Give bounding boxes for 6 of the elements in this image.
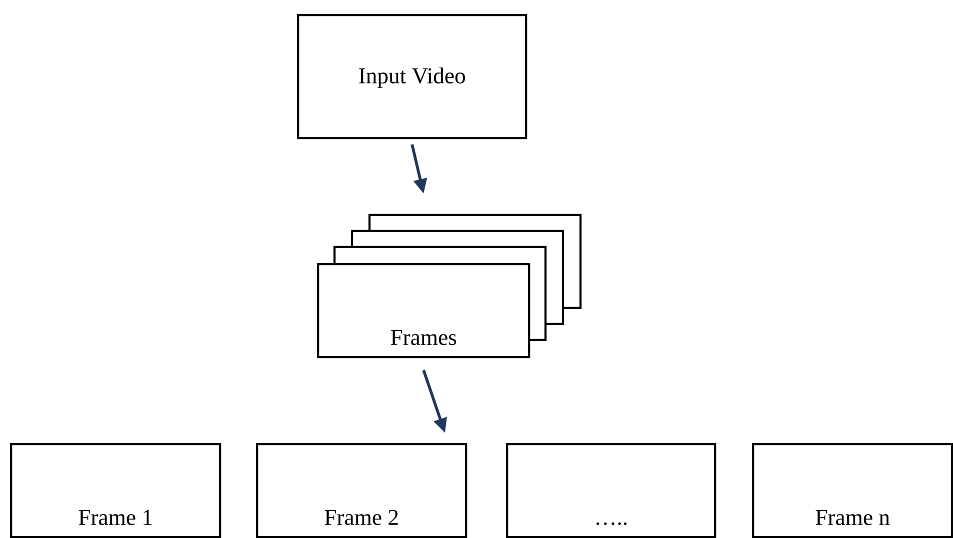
process-box: Frame n: [752, 442, 953, 538]
process-box: Frame 2: [256, 442, 468, 538]
process-box: Input Video: [297, 14, 528, 140]
frames-box: Frames: [317, 262, 530, 358]
process-box: Frame 1: [10, 442, 222, 538]
process-box: …..: [506, 442, 716, 538]
